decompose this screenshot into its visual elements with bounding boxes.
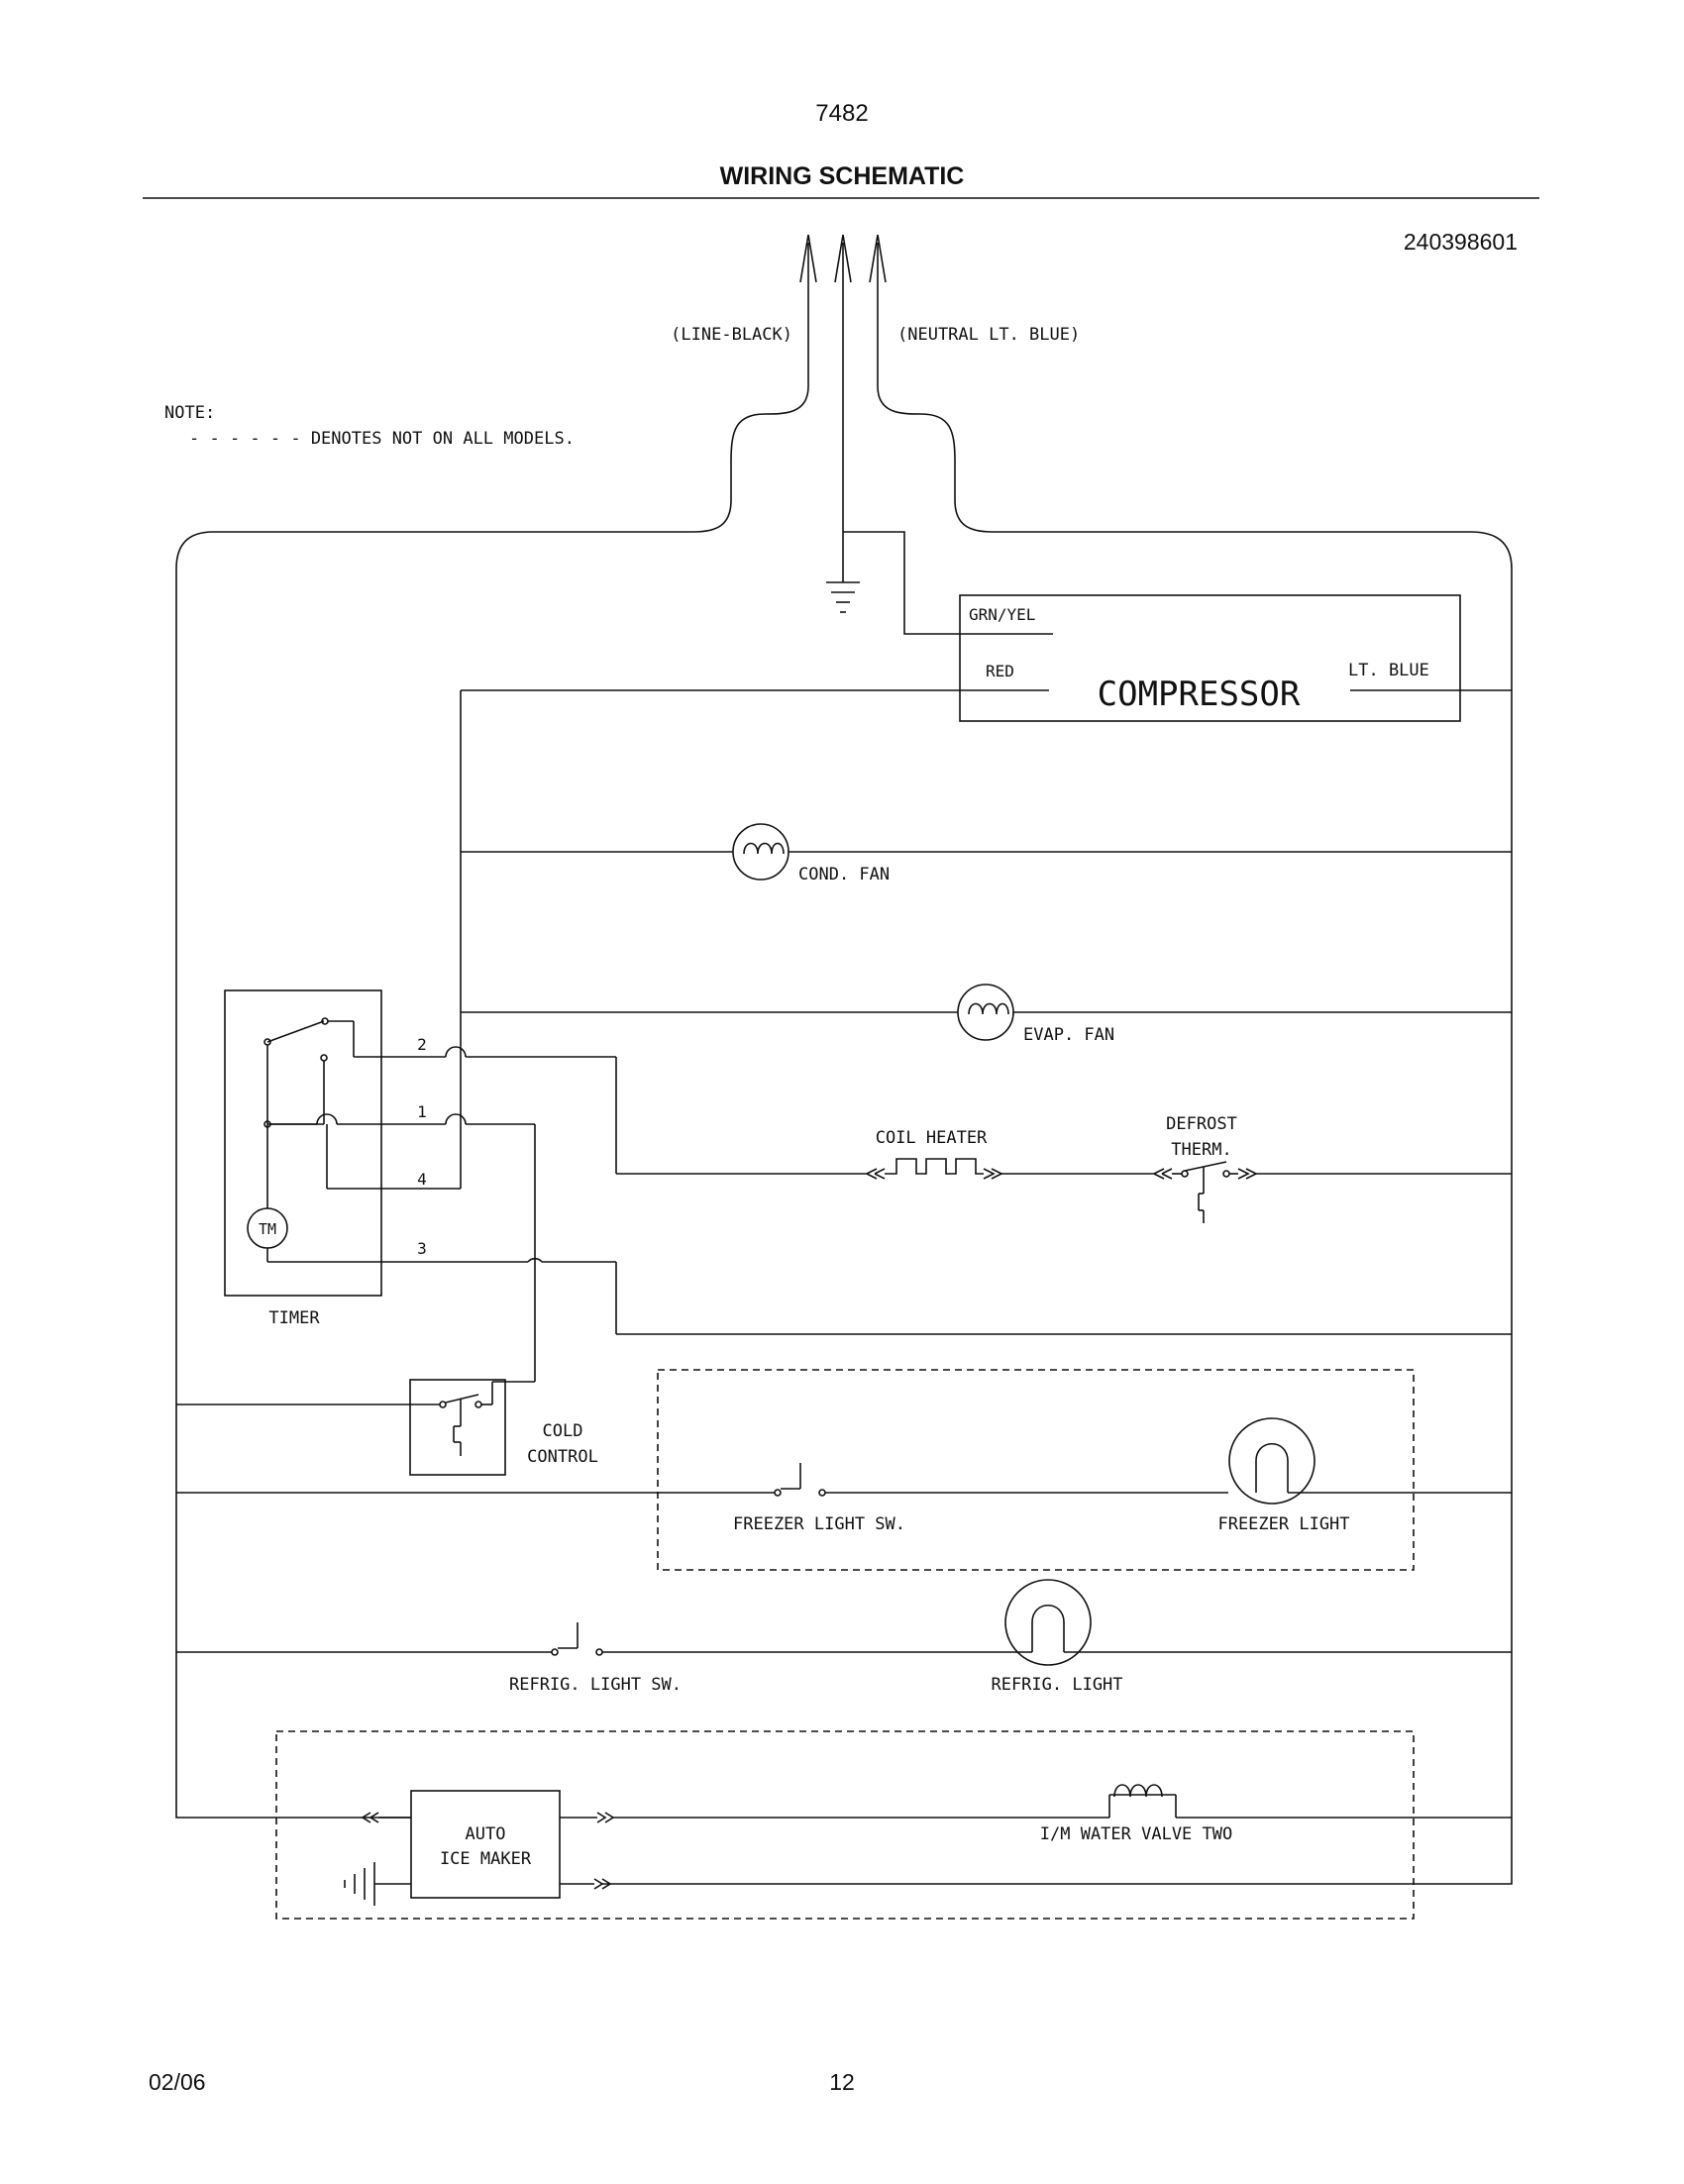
coil-heater-icon xyxy=(866,1158,1154,1180)
timer-terminal-4: 4 xyxy=(417,1170,427,1189)
refrig-light-label: REFRIG. LIGHT xyxy=(991,1675,1122,1695)
cold-control-switch-icon xyxy=(439,1381,535,1456)
lt-blue-label: LT. BLUE xyxy=(1348,661,1429,680)
refrig-light-bulb-icon xyxy=(1004,1579,1092,1666)
water-valve-label: I/M WATER VALVE TWO xyxy=(1040,1824,1232,1844)
cold-control-box xyxy=(409,1379,506,1476)
compressor-label: COMPRESSOR xyxy=(1098,675,1301,714)
defrost-label: DEFROST xyxy=(1166,1114,1237,1134)
grn-yel-wire xyxy=(843,531,1053,635)
ice-maker-label-1: AUTO xyxy=(466,1824,506,1844)
compressor-box xyxy=(959,594,1461,722)
therm-label: THERM. xyxy=(1171,1140,1231,1160)
refrig-light-switch-icon xyxy=(551,1622,603,1656)
ice-maker-connectors xyxy=(361,1812,1109,1890)
page-title: WIRING SCHEMATIC xyxy=(720,162,965,190)
freezer-light-optional-box xyxy=(657,1369,1415,1571)
footer-page-number: 12 xyxy=(829,2069,855,2095)
cond-fan-motor-icon xyxy=(732,823,789,881)
grn-yel-label: GRN/YEL xyxy=(969,605,1035,624)
note-heading: NOTE: xyxy=(164,403,215,423)
defrost-thermostat-icon xyxy=(1153,1161,1512,1223)
neutral-wire xyxy=(602,282,1513,1885)
evap-fan-label: EVAP. FAN xyxy=(1023,1025,1114,1045)
auto-ice-maker-box xyxy=(410,1790,561,1899)
page-code: 7482 xyxy=(815,100,868,127)
cold-control-label-2: CONTROL xyxy=(527,1447,598,1467)
part-number: 240398601 xyxy=(1404,229,1518,255)
freezer-light-sw-label: FREEZER LIGHT SW. xyxy=(733,1514,905,1534)
timer-label: TIMER xyxy=(268,1308,320,1328)
cold-control-label-1: COLD xyxy=(543,1421,583,1441)
evap-fan-motor-icon xyxy=(957,984,1014,1041)
timer-terminal-2: 2 xyxy=(417,1035,427,1054)
timer-box xyxy=(224,989,382,1297)
ice-maker-ground-icon xyxy=(344,1862,411,1906)
coil-heater-label: COIL HEATER xyxy=(876,1128,988,1148)
timer-terminal-3: 3 xyxy=(417,1239,427,1258)
line-wire xyxy=(175,282,809,1819)
freezer-light-bulb-icon xyxy=(1228,1417,1316,1505)
footer-date: 02/06 xyxy=(149,2069,206,2095)
ice-maker-label-2: ICE MAKER xyxy=(440,1849,532,1869)
timer-motor-label: TM xyxy=(259,1220,276,1238)
supply-arrows xyxy=(799,234,887,283)
line-black-label: (LINE-BLACK) xyxy=(671,325,792,345)
freezer-light-label: FREEZER LIGHT xyxy=(1217,1514,1349,1534)
ground-symbol xyxy=(826,282,860,613)
timer-contacts xyxy=(247,1013,1512,1382)
refrig-light-sw-label: REFRIG. LIGHT SW. xyxy=(509,1675,682,1695)
freezer-light-switch-icon xyxy=(774,1463,826,1497)
water-valve-solenoid-icon xyxy=(1108,1784,1512,1819)
neutral-label: (NEUTRAL LT. BLUE) xyxy=(897,325,1080,345)
note-text: - - - - - - DENOTES NOT ON ALL MODELS. xyxy=(189,429,575,449)
red-label: RED xyxy=(986,662,1014,680)
cond-fan-label: COND. FAN xyxy=(798,865,890,884)
ice-maker-optional-box xyxy=(275,1730,1415,1920)
timer-terminal-1: 1 xyxy=(417,1102,427,1121)
